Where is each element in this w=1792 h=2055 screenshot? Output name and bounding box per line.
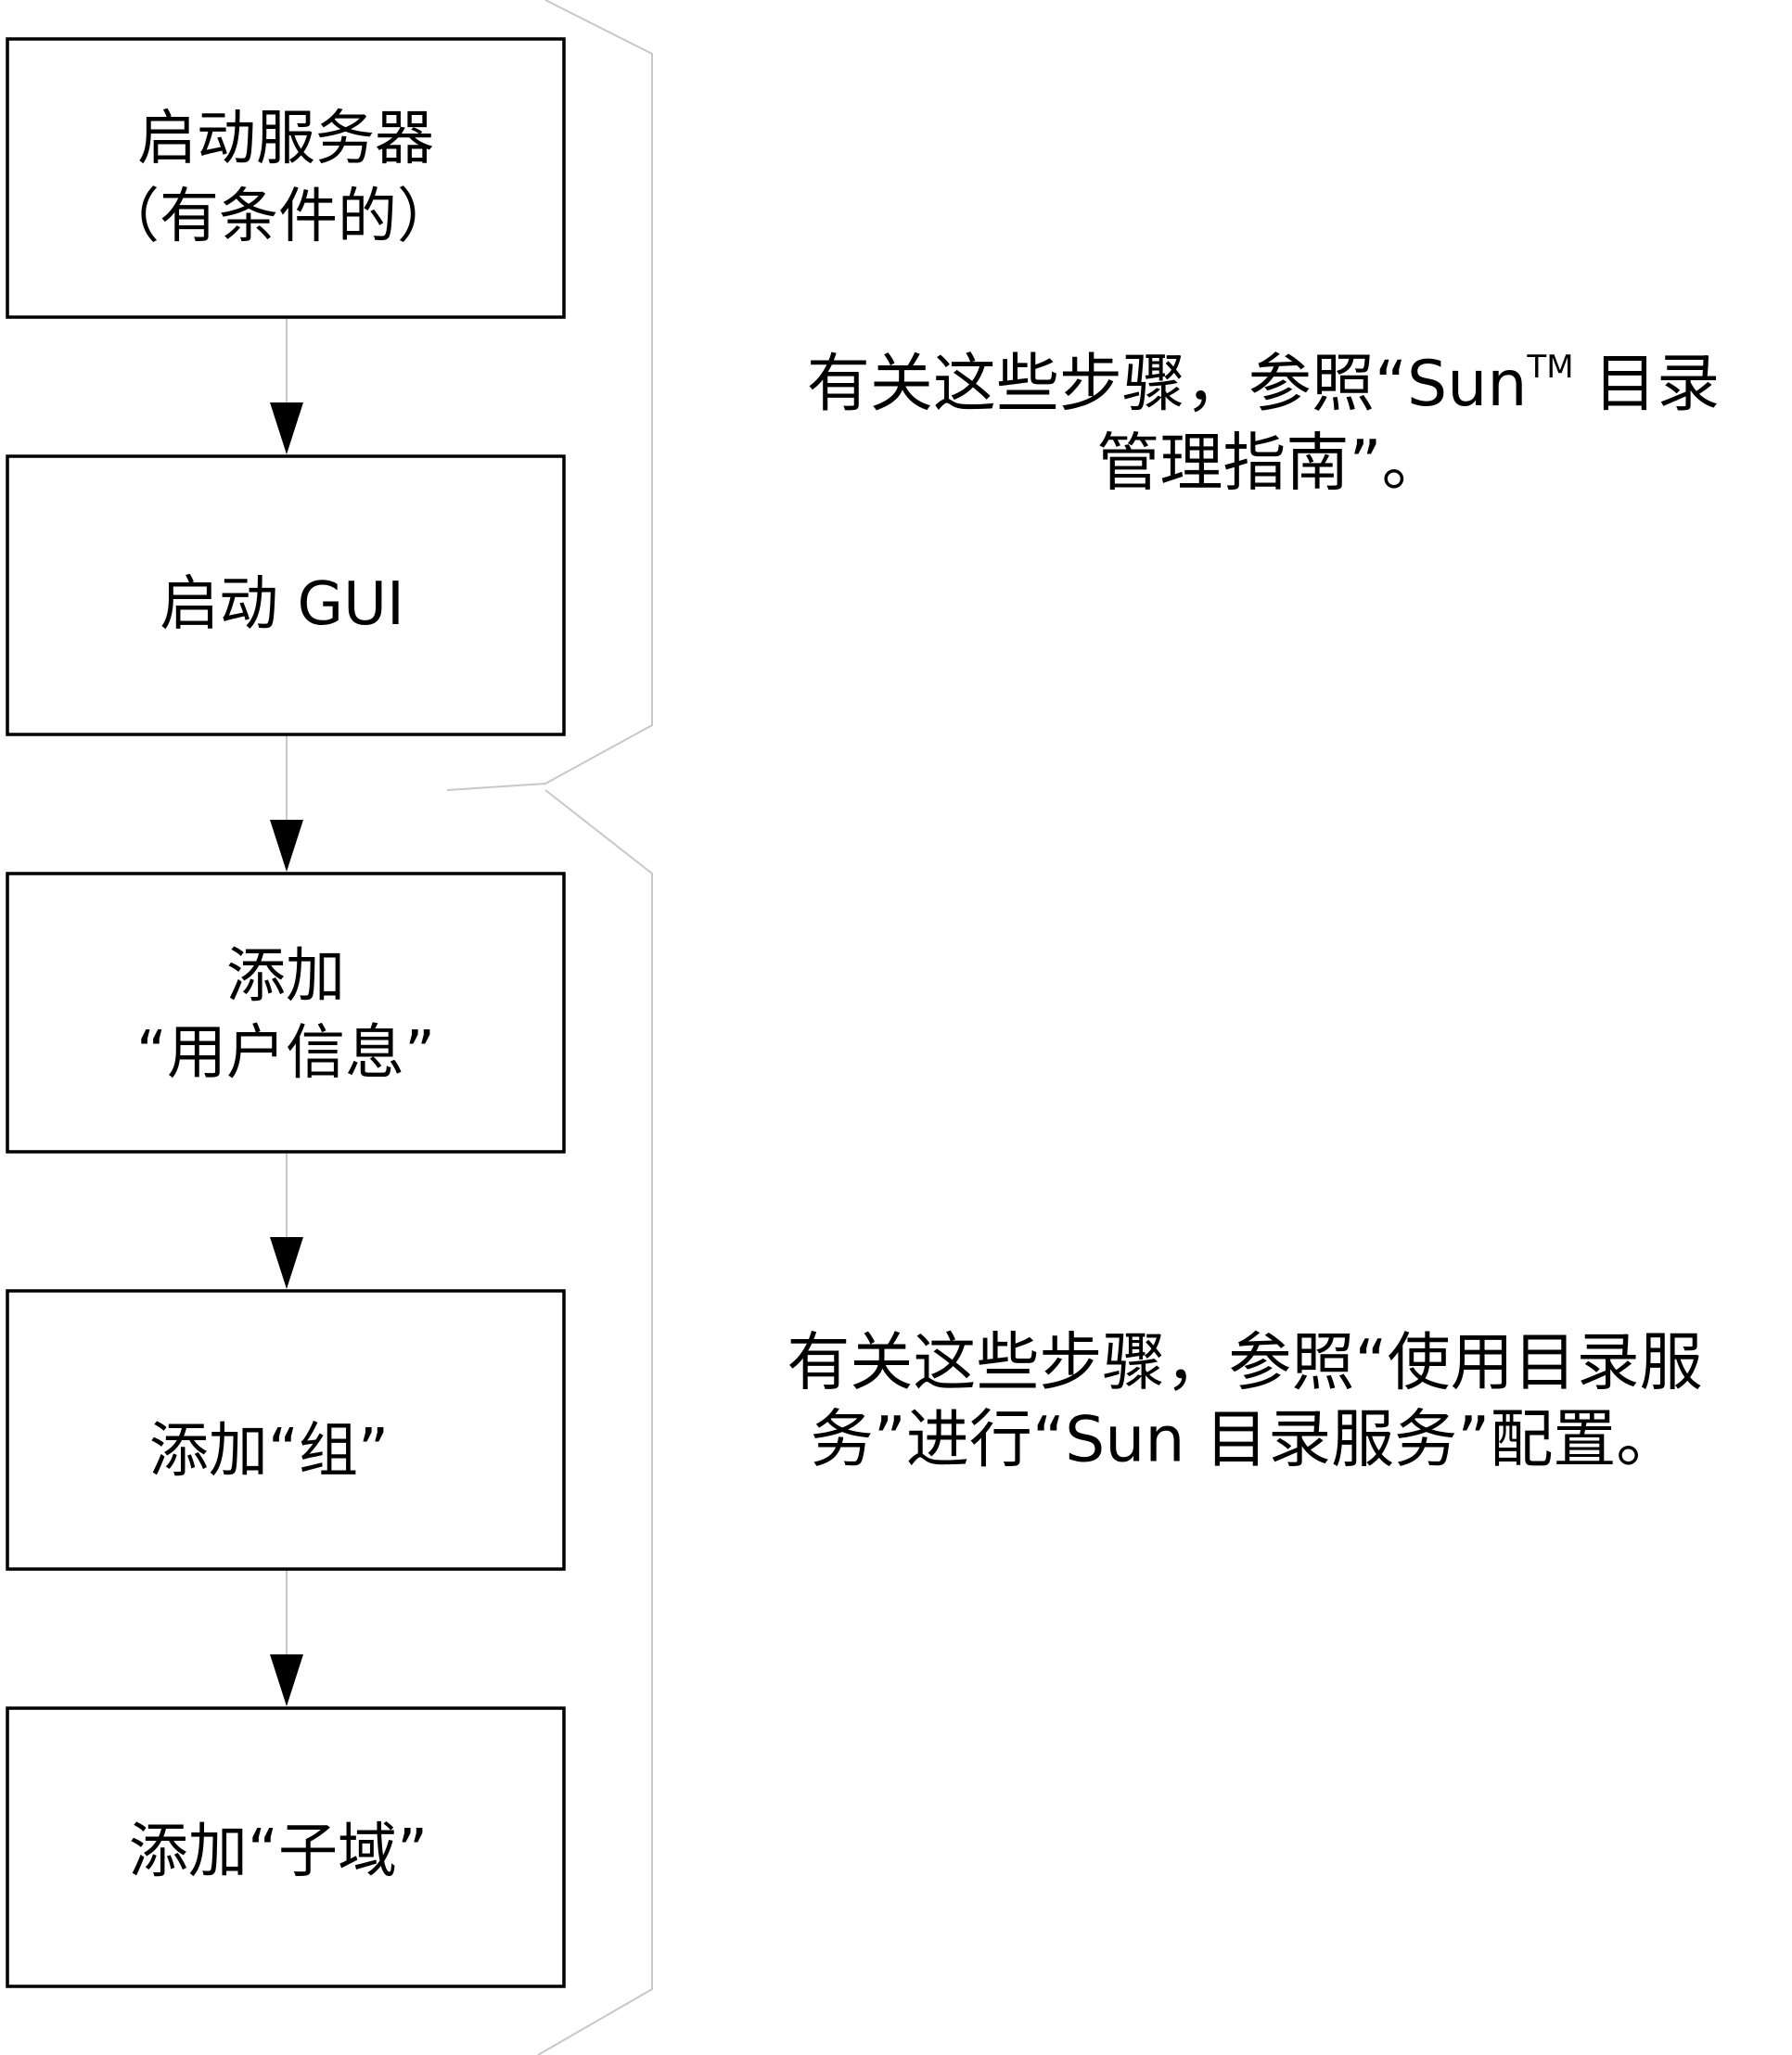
note-1: 有关这些步骤，参照“SunTM 目录 管理指南”。	[807, 348, 1720, 501]
note-2: 有关这些步骤，参照“使用目录服 务”进行“Sun 目录服务”配置。	[787, 1327, 1702, 1477]
note-2-line-1: 有关这些步骤，参照“使用目录服	[787, 1327, 1702, 1400]
step-2-line-1: 启动 GUI	[160, 570, 404, 639]
step-3-line-2: “用户信息”	[136, 1019, 435, 1088]
note-1-trademark: TM	[1526, 349, 1573, 386]
arrowheads	[270, 402, 303, 1706]
arrowhead-to-step-4	[270, 1237, 303, 1289]
step-3-line-1: 添加	[226, 942, 345, 1011]
arrowhead-to-step-3	[270, 820, 303, 872]
note-1-prefix: 有关这些步骤，参照“Sun	[807, 348, 1528, 421]
arrowhead-to-step-5	[270, 1654, 303, 1706]
step-4-line-1: 添加“组”	[149, 1417, 389, 1486]
step-labels: 启动服务器 （有条件的） 启动 GUI 添加 “用户信息” 添加“组” 添加“子…	[100, 105, 456, 1886]
note-2-line-2: 务”进行“Sun 目录服务”配置。	[811, 1404, 1680, 1477]
bracket-group-2	[537, 789, 653, 2055]
step-1-line-2: （有条件的）	[100, 183, 456, 251]
step-1-line-1: 启动服务器	[137, 105, 434, 173]
step-box-start-server	[6, 37, 566, 319]
bracket-group-1	[446, 0, 653, 791]
step-box-add-user-info	[6, 872, 566, 1154]
step-boxes	[6, 37, 566, 1988]
step-5-line-1: 添加“子域”	[129, 1818, 428, 1886]
step-box-start-gui	[6, 454, 566, 736]
group-brackets	[446, 0, 653, 2055]
note-1-suffix: 目录	[1574, 348, 1721, 421]
note-1-line-1: 有关这些步骤，参照“SunTM 目录	[807, 348, 1720, 421]
note-1-line-2: 管理指南”。	[1096, 428, 1444, 501]
arrowhead-to-step-2	[270, 402, 303, 454]
step-box-add-group	[6, 1289, 566, 1571]
step-box-add-subdomain	[6, 1706, 566, 1988]
